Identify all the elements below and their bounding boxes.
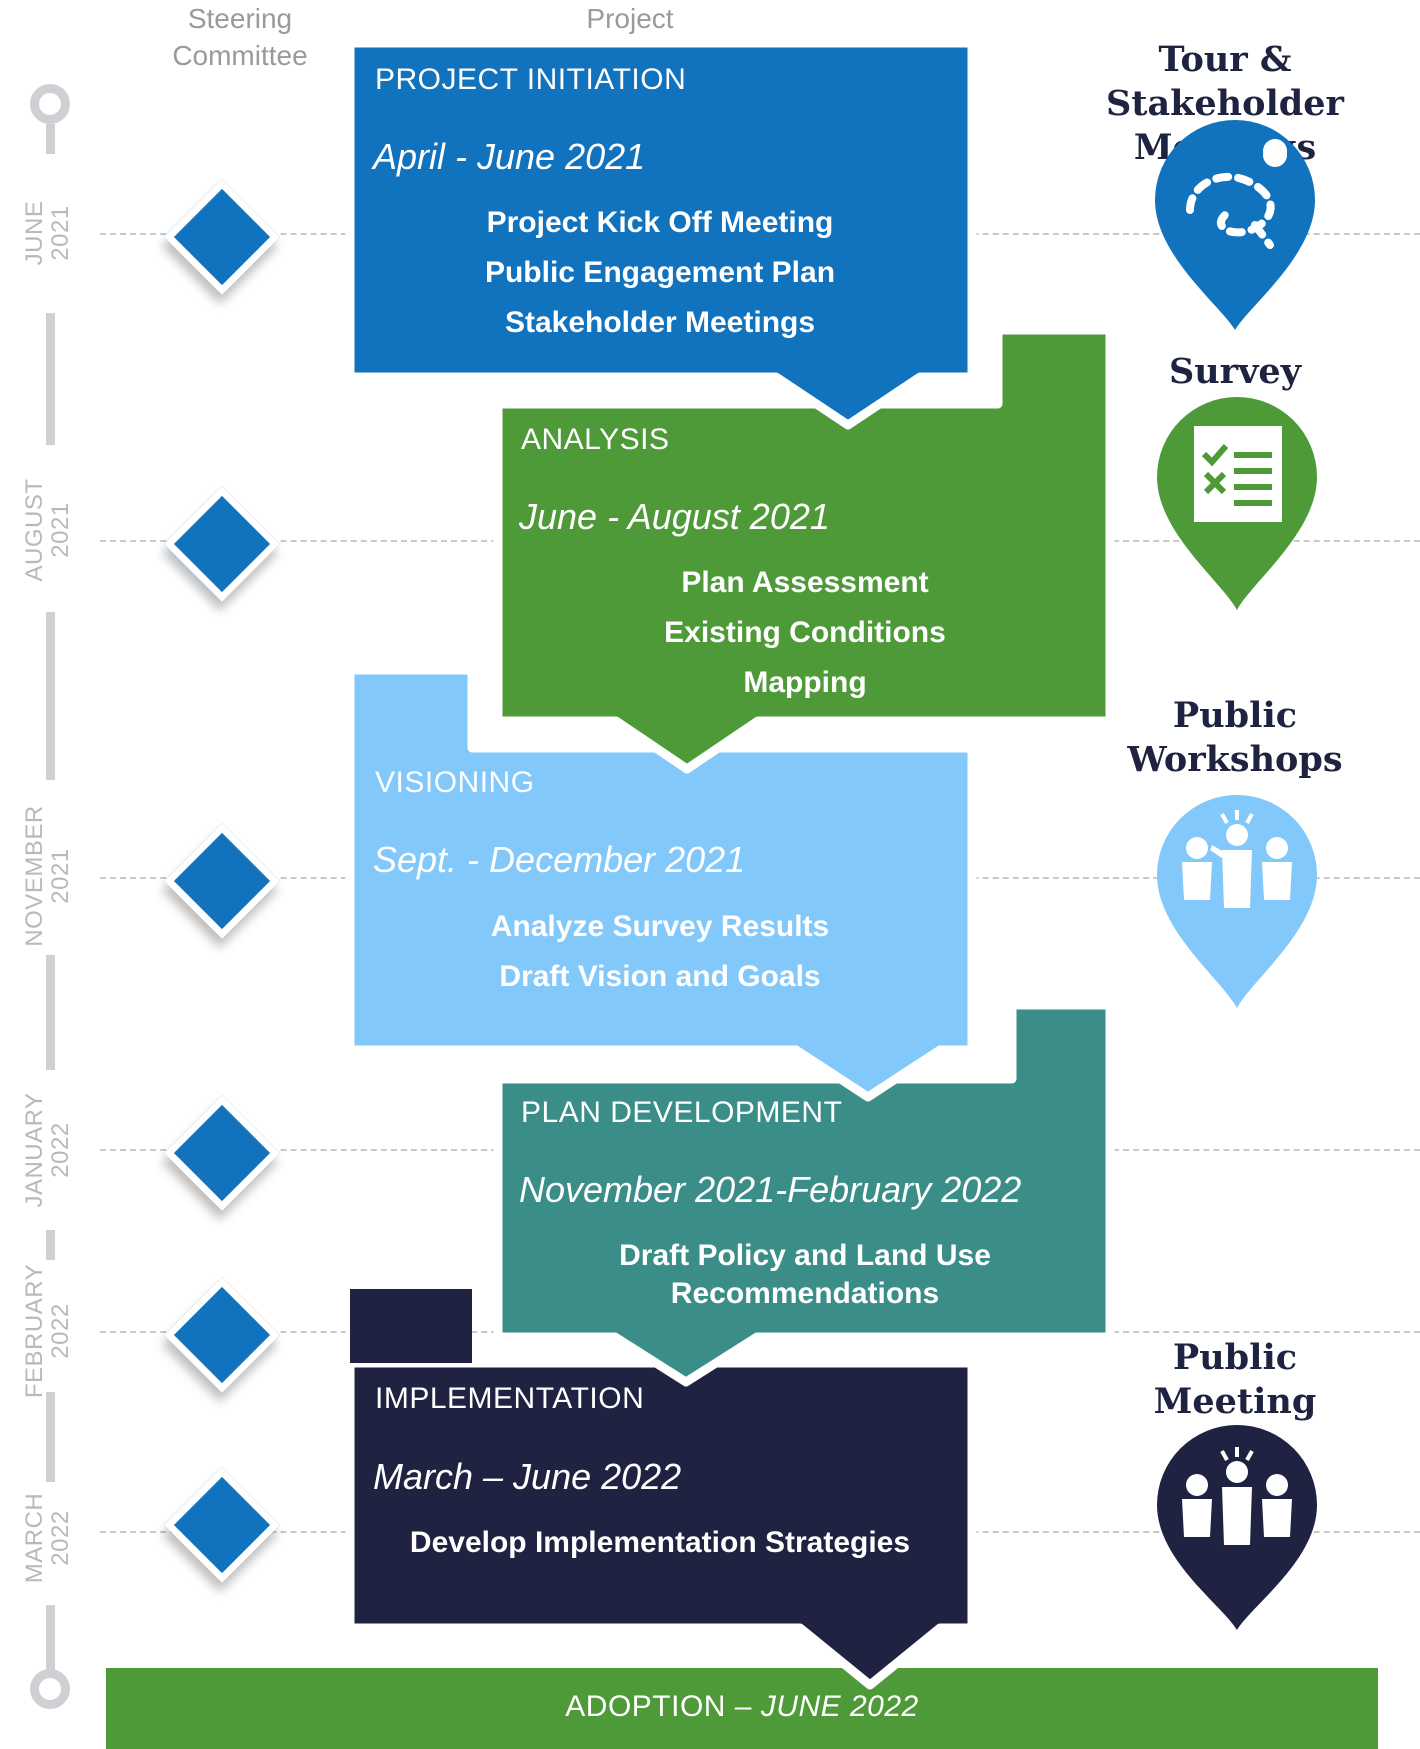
- phase-item: Analyze Survey Results: [490, 910, 830, 943]
- engagement-label-survey: Survey: [1168, 351, 1302, 392]
- timeline-segment: [46, 612, 55, 780]
- implementation-shape: [345, 1284, 977, 1690]
- phase-title: ANALYSIS: [521, 423, 670, 456]
- phase-item: Public Engagement Plan: [484, 256, 836, 289]
- adoption-bar: [106, 1668, 1378, 1749]
- phase-item: Stakeholder Meetings: [504, 306, 816, 339]
- adoption-label: ADOPTION – JUNE 2022: [565, 1690, 919, 1723]
- phase-items: Analyze Survey Results Draft Vision and …: [420, 902, 900, 1002]
- phase-title: PROJECT INITIATION: [375, 63, 687, 96]
- phase-title: VISIONING: [375, 766, 535, 799]
- phase-items: Plan Assessment Existing Conditions Mapp…: [565, 558, 1045, 708]
- phase-items: Draft Policy and Land Use Recommendation…: [540, 1237, 1070, 1313]
- timeline-start-ring: [30, 84, 70, 124]
- phase-date: Sept. - December 2021: [373, 839, 746, 880]
- people-icon: [1157, 1425, 1317, 1630]
- timeline-end-ring: [30, 1669, 70, 1709]
- plan-development-shape: [493, 1000, 1115, 1387]
- phase-item: Draft Policy and Land Use: [619, 1239, 991, 1272]
- phase-item: Mapping: [743, 666, 867, 699]
- timeline-segment: [46, 1605, 55, 1685]
- timeline-segment: [46, 124, 55, 154]
- phase-date: November 2021-February 2022: [519, 1169, 1022, 1210]
- phase-item: Project Kick Off Meeting: [486, 206, 834, 239]
- phase-date: April - June 2021: [373, 136, 646, 177]
- people-icon: [1157, 795, 1317, 1008]
- engagement-label-public-meeting: Public Meeting: [1153, 1337, 1317, 1422]
- phase-items: Develop Implementation Strategies: [380, 1518, 940, 1568]
- project-initiation-shape: [345, 38, 977, 430]
- phase-item: Plan Assessment: [681, 566, 929, 599]
- checklist-icon: [1157, 397, 1317, 610]
- project-header: Project: [586, 3, 674, 34]
- route-icon: [1155, 120, 1315, 330]
- phase-date: March – June 2022: [373, 1456, 682, 1497]
- engagement-label-workshops: Public Workshops: [1127, 695, 1343, 780]
- analysis-shape: [493, 325, 1115, 774]
- phase-item: Develop Implementation Strategies: [409, 1526, 911, 1559]
- timeline-segment: [46, 1230, 55, 1260]
- phase-title: PLAN DEVELOPMENT: [521, 1096, 843, 1129]
- phase-item: Draft Vision and Goals: [499, 960, 821, 993]
- timeline-segment: [46, 1392, 55, 1482]
- timeline-segment: [46, 313, 55, 445]
- steering-committee-header: Steering Committee: [172, 3, 308, 71]
- phase-item: Existing Conditions: [664, 616, 946, 649]
- phase-title: IMPLEMENTATION: [375, 1382, 645, 1415]
- phase-item: Recommendations: [670, 1277, 940, 1310]
- timeline-segment: [46, 955, 55, 1070]
- visioning-shape: [345, 665, 977, 1102]
- phase-date: June - August 2021: [519, 496, 830, 537]
- phase-items: Project Kick Off Meeting Public Engageme…: [420, 198, 900, 348]
